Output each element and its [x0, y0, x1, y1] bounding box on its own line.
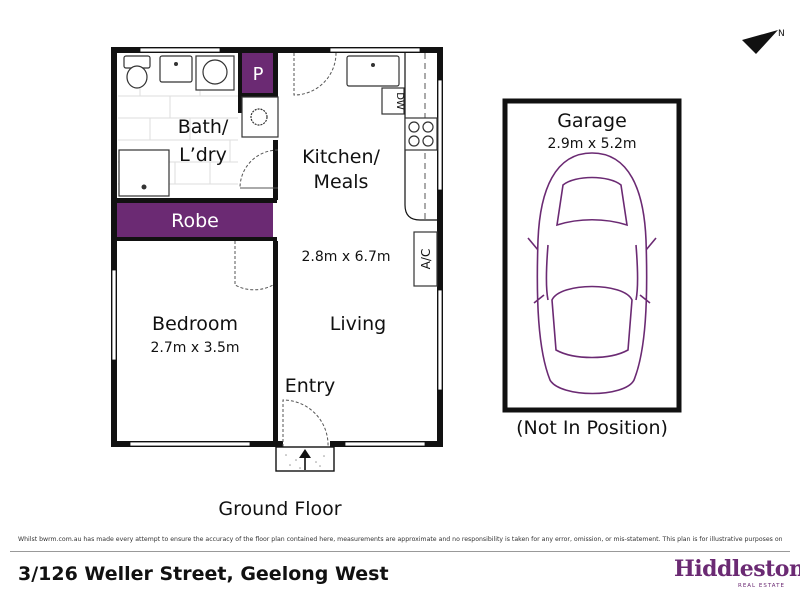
- robe-label: Robe: [171, 210, 219, 232]
- dw-label: DW: [394, 92, 405, 110]
- ac-label: A/C: [419, 249, 433, 270]
- property-address: 3/126 Weller Street, Geelong West: [18, 563, 389, 585]
- kitchen-label-2: Meals: [314, 171, 369, 193]
- brand-logo: Hiddleston REAL ESTATE: [674, 556, 800, 594]
- robe-band: [117, 203, 273, 237]
- bath-fixtures: [118, 55, 279, 197]
- disclaimer: Whilst bwrm.com.au has made every attemp…: [18, 536, 782, 543]
- garage-walls: [502, 98, 682, 413]
- door-swings: [234, 52, 337, 448]
- floor-label: Ground Floor: [218, 498, 341, 520]
- windows: [111, 47, 443, 447]
- brand-name: Hiddleston: [674, 556, 800, 582]
- north-arrow-icon: N: [742, 29, 785, 54]
- bath-label-2: L’dry: [179, 144, 227, 166]
- pantry-label: P: [253, 64, 264, 85]
- bedroom-label: Bedroom: [152, 313, 238, 335]
- brand-tagline: REAL ESTATE: [738, 583, 785, 589]
- living-label: Living: [330, 313, 387, 335]
- car-icon: [527, 152, 657, 395]
- kitchen-fixtures: [346, 53, 438, 287]
- entry-arrow-icon: [299, 449, 311, 470]
- entry-label: Entry: [285, 375, 336, 397]
- svg-text:N: N: [778, 29, 785, 39]
- pantry-box: [242, 53, 273, 93]
- garage-note: (Not In Position): [516, 417, 668, 439]
- garage-dims: 2.9m x 5.2m: [548, 136, 637, 152]
- bath-label-1: Bath/: [178, 116, 229, 138]
- kitchen-living-dims: 2.8m x 6.7m: [302, 249, 391, 265]
- kitchen-label-1: Kitchen/: [302, 146, 380, 168]
- footer-divider: [10, 551, 790, 552]
- bedroom-dims: 2.7m x 3.5m: [151, 340, 240, 356]
- garage-label: Garage: [557, 110, 627, 132]
